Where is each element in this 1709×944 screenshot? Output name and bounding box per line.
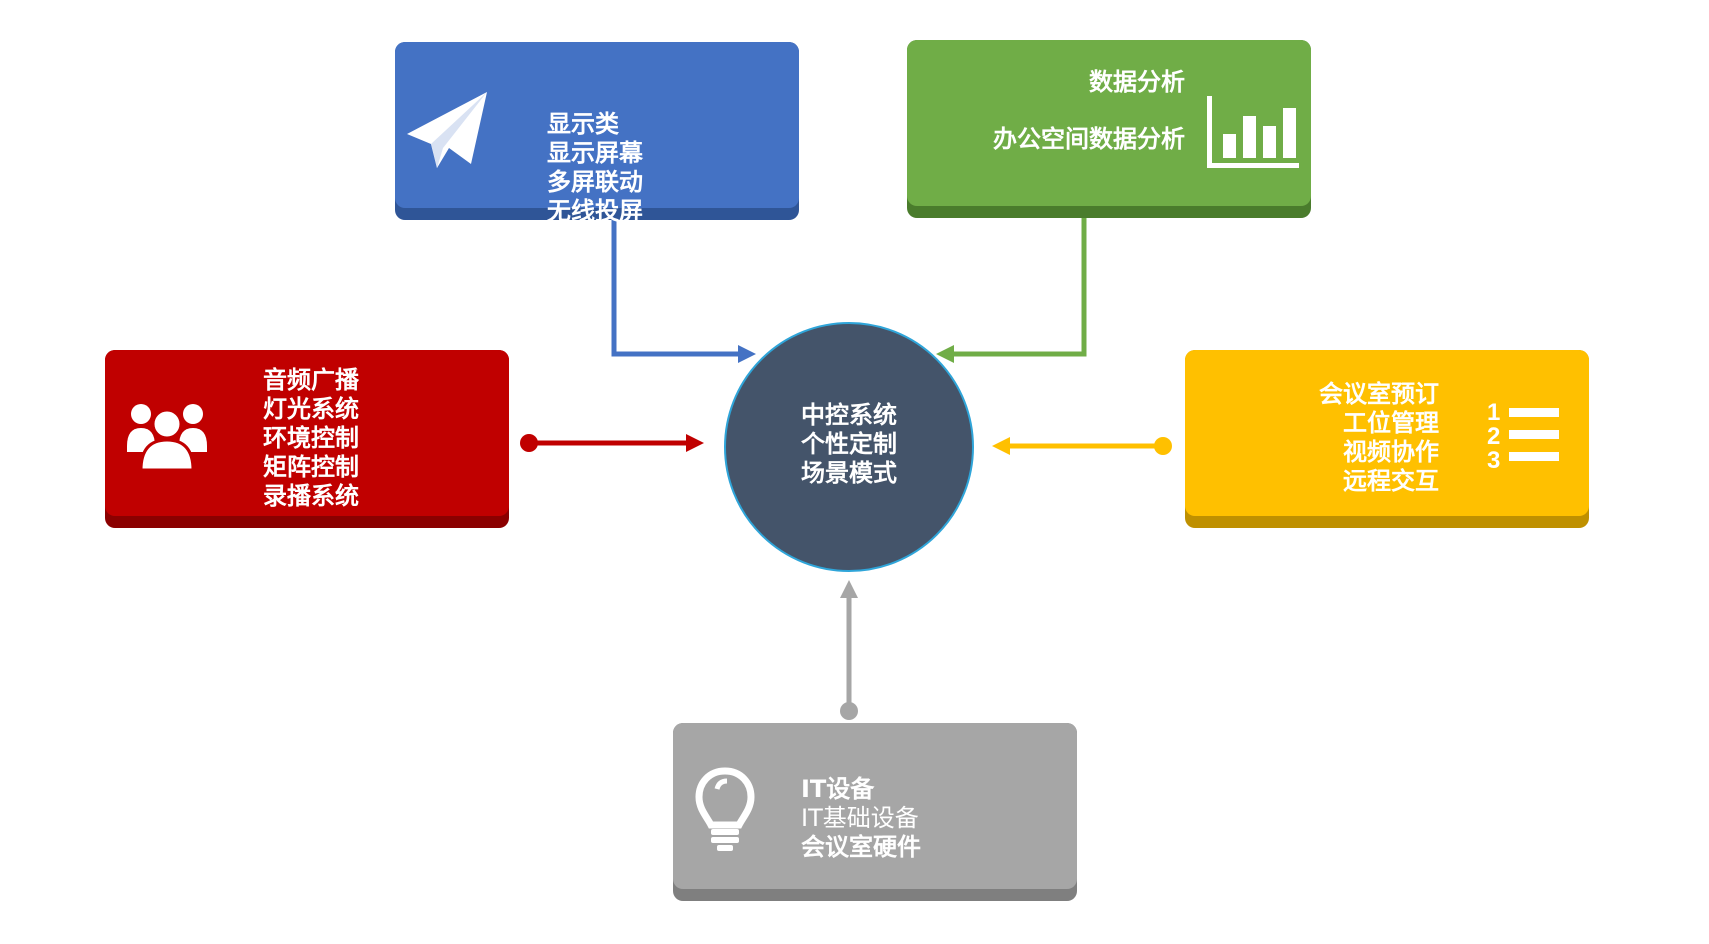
audio-line: 录播系统 — [263, 482, 359, 510]
meeting-line: 会议室预订 — [1319, 380, 1439, 408]
connector-it-to-hub — [840, 580, 858, 720]
hub-line: 中控系统 — [801, 401, 897, 429]
svg-text:1: 1 — [1487, 399, 1500, 426]
meeting-line: 视频协作 — [1343, 438, 1439, 466]
connector-data-to-hub — [936, 208, 1087, 363]
it-line: IT设备 — [801, 775, 875, 803]
svg-text:3: 3 — [1487, 447, 1500, 474]
display-line: 多屏联动 — [547, 168, 643, 196]
light-bulb-icon — [695, 767, 755, 851]
connector-audio-to-hub — [520, 434, 704, 452]
svg-text:2: 2 — [1487, 423, 1500, 450]
display-line: 显示类 — [547, 110, 619, 138]
user-group-icon — [127, 404, 207, 472]
hub-line: 个性定制 — [801, 430, 897, 458]
audio-line: 灯光系统 — [263, 395, 359, 423]
numbered-list-icon: 1 2 3 — [1487, 399, 1559, 474]
connector-meeting-to-hub — [992, 437, 1172, 455]
it-line: IT基础设备 — [801, 804, 919, 832]
it-box: IT设备 IT基础设备 会议室硬件 — [673, 723, 1077, 901]
display-line: 显示屏幕 — [547, 139, 643, 167]
paper-plane-icon — [407, 92, 487, 168]
display-line: 无线投屏 — [547, 197, 643, 225]
audio-line: 音频广播 — [263, 366, 359, 394]
audio-line: 环境控制 — [263, 424, 359, 452]
data-box: 数据分析 办公空间数据分析 — [907, 40, 1311, 218]
data-line: 办公空间数据分析 — [993, 125, 1185, 153]
display-box: 显示类 显示屏幕 多屏联动 无线投屏 — [395, 42, 799, 225]
meeting-line: 远程交互 — [1343, 467, 1439, 495]
hub-circle: 中控系统 个性定制 场景模式 — [724, 322, 974, 572]
bar-chart-icon — [1207, 96, 1299, 168]
connector-display-to-hub — [611, 220, 756, 363]
audio-box: 音频广播 灯光系统 环境控制 矩阵控制 录播系统 — [105, 350, 509, 528]
audio-line: 矩阵控制 — [263, 453, 359, 481]
hub-line: 场景模式 — [801, 459, 897, 487]
meeting-box: 会议室预订 工位管理 视频协作 远程交互 1 2 3 — [1185, 350, 1589, 528]
data-line: 数据分析 — [1089, 68, 1185, 96]
it-line: 会议室硬件 — [801, 833, 921, 861]
meeting-line: 工位管理 — [1343, 409, 1439, 437]
